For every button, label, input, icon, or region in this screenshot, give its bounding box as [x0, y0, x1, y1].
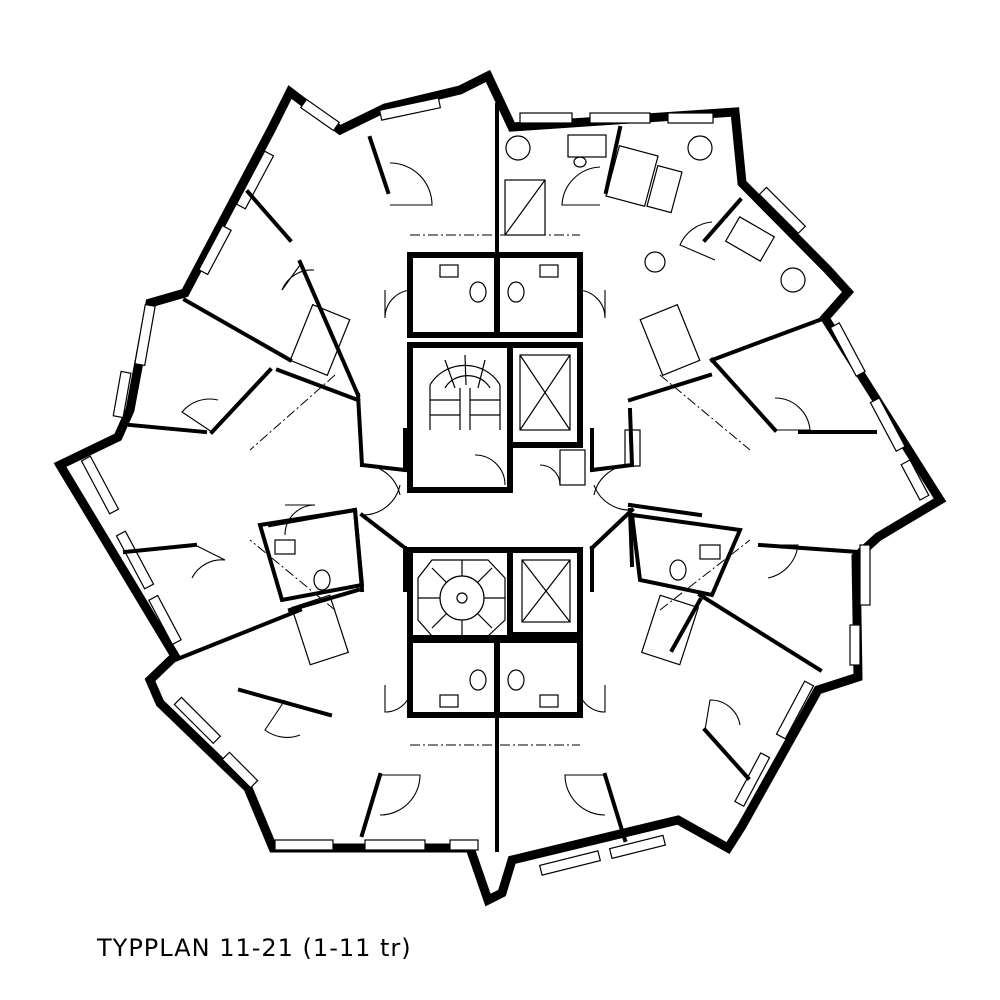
upper-core — [407, 252, 586, 493]
corridor-walls — [359, 428, 635, 592]
partition-walls — [122, 103, 877, 852]
dashed-lines — [249, 234, 751, 746]
lower-core — [407, 547, 583, 718]
furniture — [274, 134, 806, 591]
plan-caption: TYPPLAN 11-21 (1-11 tr) — [97, 934, 412, 962]
windows — [80, 97, 930, 876]
outer-perimeter-wall — [53, 69, 947, 907]
door-swings — [181, 162, 811, 816]
small-rooms — [257, 303, 743, 666]
